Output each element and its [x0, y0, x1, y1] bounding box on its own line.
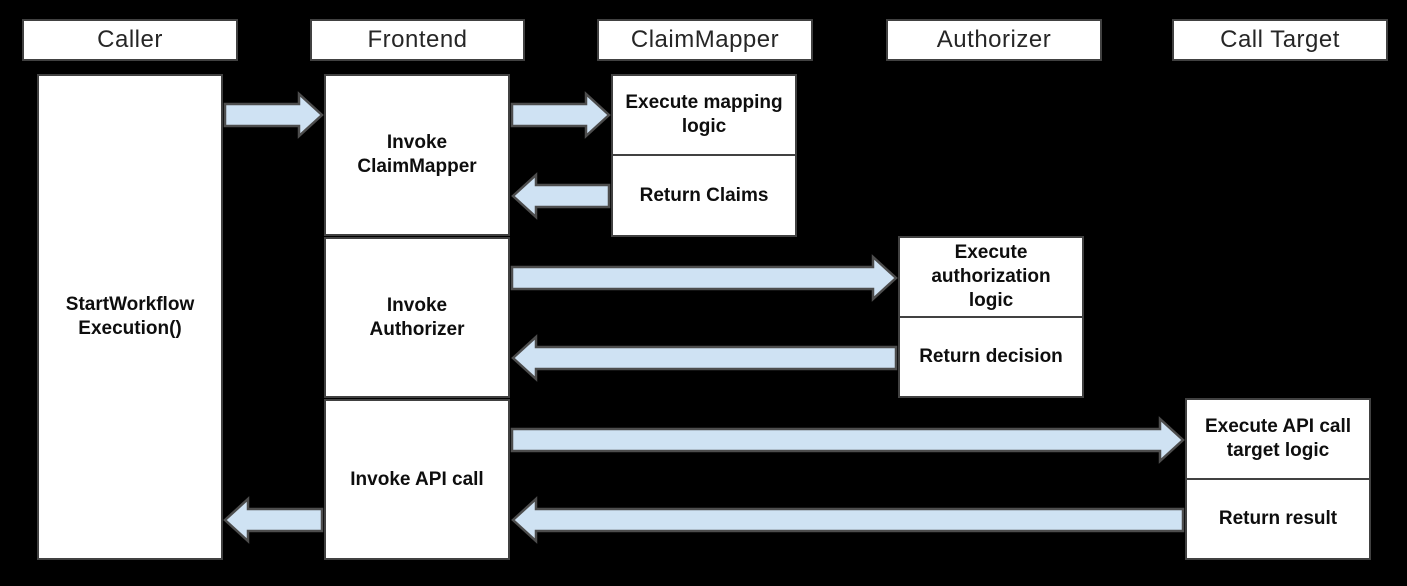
activation-execute-authorization-logic: Execute authorization logic — [898, 236, 1084, 318]
arrow-authorizer-to-frontend — [511, 334, 898, 382]
activation-return-claims: Return Claims — [611, 154, 797, 237]
activation-execute-mapping-logic: Execute mapping logic — [611, 74, 797, 156]
arrow-caller-to-frontend — [223, 91, 324, 139]
activation-return-result: Return result — [1185, 478, 1371, 560]
activation-invoke-authorizer: Invoke Authorizer — [324, 237, 510, 398]
lifeline-header-call-target: Call Target — [1172, 19, 1388, 61]
lifeline-header-claimmapper: ClaimMapper — [597, 19, 813, 61]
arrow-calltarget-to-frontend — [511, 496, 1185, 544]
activation-startworkflow-execution: StartWorkflow Execution() — [37, 74, 223, 560]
arrow-frontend-to-caller — [223, 496, 324, 544]
activation-invoke-claimmapper: Invoke ClaimMapper — [324, 74, 510, 236]
arrow-frontend-to-calltarget — [510, 416, 1185, 464]
activation-invoke-api-call: Invoke API call — [324, 399, 510, 560]
activation-return-decision: Return decision — [898, 316, 1084, 398]
lifeline-header-caller: Caller — [22, 19, 238, 61]
arrow-frontend-to-authorizer — [510, 254, 898, 302]
activation-execute-api-call-target-logic: Execute API call target logic — [1185, 398, 1371, 480]
lifeline-header-authorizer: Authorizer — [886, 19, 1102, 61]
lifeline-header-frontend: Frontend — [310, 19, 525, 61]
arrow-frontend-to-claimmapper — [510, 91, 611, 139]
arrow-claimmapper-to-frontend — [511, 172, 611, 220]
